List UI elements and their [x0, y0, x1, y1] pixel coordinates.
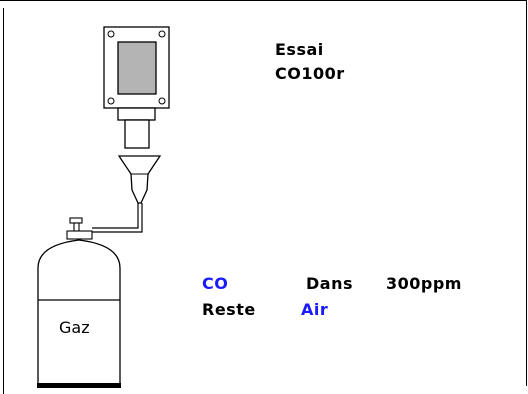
frame-right-border	[526, 0, 527, 386]
cylinder-valve	[66, 217, 93, 245]
sensor-head	[103, 26, 170, 149]
sensor-screw-top-right	[158, 30, 166, 38]
sensor-window	[117, 41, 157, 95]
sensor-screw-top-left	[107, 30, 115, 38]
tube-line-inner	[92, 203, 143, 233]
sensor-screw-bottom-left	[107, 97, 115, 105]
calibration-cone	[117, 155, 162, 204]
frame-top-border	[0, 0, 527, 1]
balance-label: Reste	[202, 300, 256, 319]
tube-line-outer	[92, 203, 139, 229]
title-line-2: CO100r	[275, 64, 345, 83]
sensor-screw-bottom-right	[158, 97, 166, 105]
valve-stem	[73, 222, 80, 232]
gas-cylinder	[37, 239, 121, 388]
gas-name: CO	[202, 274, 229, 293]
sensor-body	[124, 119, 150, 149]
balance-gas: Air	[301, 300, 329, 319]
cylinder-outline	[37, 239, 121, 384]
sensor-collar	[117, 107, 156, 121]
concentration-prefix: Dans	[306, 274, 353, 293]
cylinder-label: Gaz	[59, 318, 90, 337]
cone-outline	[117, 155, 162, 204]
valve-knob	[69, 217, 83, 224]
frame-left-border	[3, 8, 4, 394]
cylinder-base	[37, 383, 121, 388]
valve-body	[66, 230, 93, 240]
concentration-value: 300ppm	[386, 274, 462, 293]
gas-tubing	[92, 203, 143, 233]
title-line-1: Essai	[275, 40, 324, 59]
